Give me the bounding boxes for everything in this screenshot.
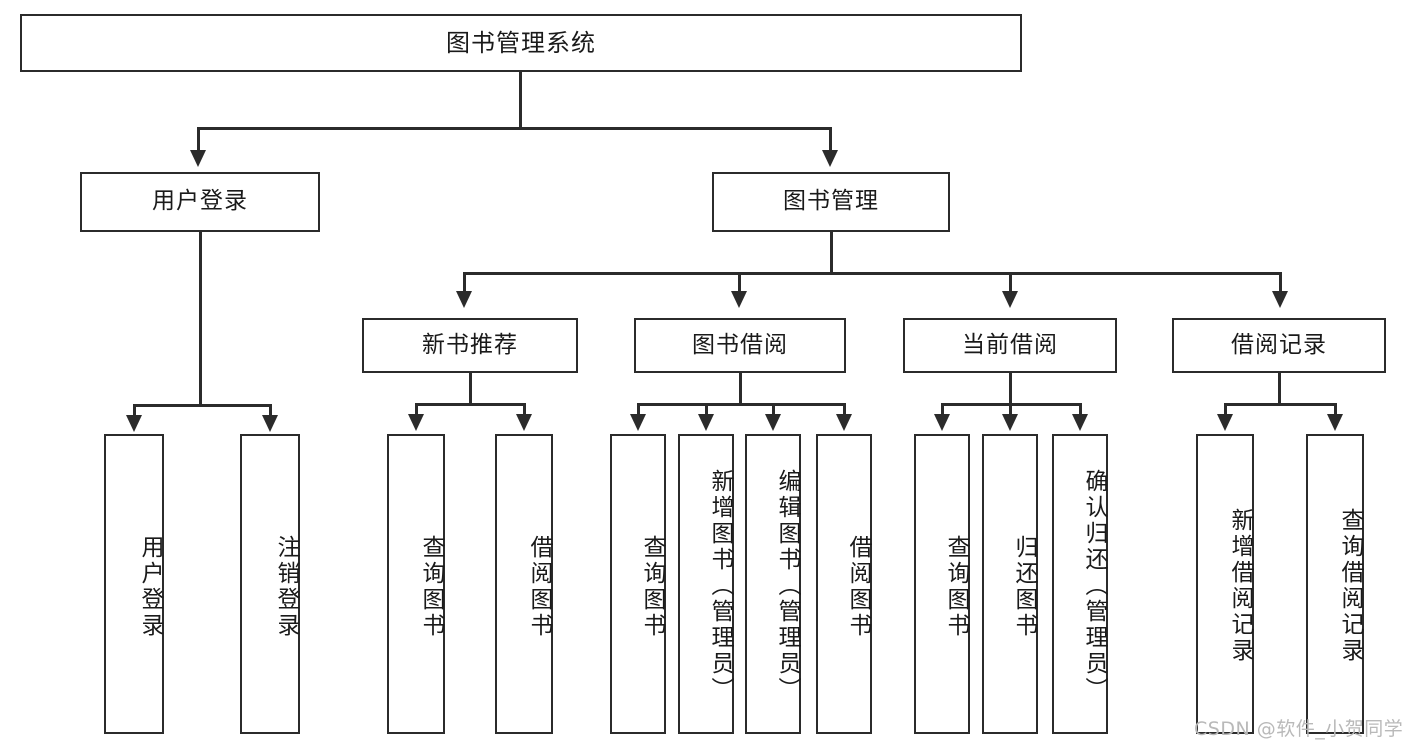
node-label: 图书借阅 bbox=[692, 331, 788, 358]
node-label: 借阅图书 bbox=[526, 535, 552, 639]
node-label: 借阅记录 bbox=[1231, 331, 1327, 358]
connector-current-borrow-drop-1 bbox=[941, 403, 944, 417]
arrowhead-to-book-borrow bbox=[731, 291, 747, 308]
node-label: 查询图书 bbox=[639, 535, 665, 639]
leaf-book-borrow-query-book[interactable]: 查询图书 bbox=[610, 434, 666, 734]
connector-borrow-record-drop-2 bbox=[1334, 403, 1337, 417]
leaf-current-borrow-query-book[interactable]: 查询图书 bbox=[914, 434, 970, 734]
arrowhead-to-user-login bbox=[190, 150, 206, 167]
connector-borrow-record-bus bbox=[1224, 403, 1336, 406]
node-label: 新增借阅记录 bbox=[1227, 508, 1253, 664]
node-book-management[interactable]: 图书管理 bbox=[712, 172, 950, 232]
node-book-borrow[interactable]: 图书借阅 bbox=[634, 318, 846, 373]
arrowhead-to-current-borrow bbox=[1002, 291, 1018, 308]
leaf-borrow-record-add-record[interactable]: 新增借阅记录 bbox=[1196, 434, 1254, 734]
node-label: 查询图书 bbox=[943, 535, 969, 639]
leaf-user-login-logout[interactable]: 注销登录 bbox=[240, 434, 300, 734]
node-borrow-record[interactable]: 借阅记录 bbox=[1172, 318, 1386, 373]
arrowhead-to-book-mgmt bbox=[822, 150, 838, 167]
arrowhead-current-borrow-leaf-1 bbox=[934, 414, 950, 431]
arrowhead-new-book-leaf-2 bbox=[516, 414, 532, 431]
connector-current-borrow-drop-2 bbox=[1009, 403, 1012, 417]
node-user-login[interactable]: 用户登录 bbox=[80, 172, 320, 232]
arrowhead-to-new-book-recommend bbox=[456, 291, 472, 308]
connector-root-to-user-login bbox=[197, 127, 200, 153]
arrowhead-current-borrow-leaf-3 bbox=[1072, 414, 1088, 431]
node-label: 查询图书 bbox=[418, 535, 444, 639]
connector-book-borrow-drop-2 bbox=[705, 403, 708, 417]
node-new-book-recommend[interactable]: 新书推荐 bbox=[362, 318, 578, 373]
node-label: 确认归还（管理员） bbox=[1081, 469, 1107, 703]
node-label: 注销登录 bbox=[273, 535, 299, 639]
arrowhead-to-borrow-record bbox=[1272, 291, 1288, 308]
arrowhead-new-book-leaf-1 bbox=[408, 414, 424, 431]
connector-new-book-drop-2 bbox=[523, 403, 526, 417]
node-label: 借阅图书 bbox=[845, 535, 871, 639]
node-label: 归还图书 bbox=[1011, 535, 1037, 639]
connector-borrow-record-drop-1 bbox=[1224, 403, 1227, 417]
leaf-user-login-login[interactable]: 用户登录 bbox=[104, 434, 164, 734]
connector-book-borrow-drop-1 bbox=[637, 403, 640, 417]
leaf-current-borrow-return-book[interactable]: 归还图书 bbox=[982, 434, 1038, 734]
arrowhead-book-borrow-leaf-1 bbox=[630, 414, 646, 431]
connector-book-mgmt-drop-3 bbox=[1009, 272, 1012, 294]
arrowhead-book-borrow-leaf-2 bbox=[698, 414, 714, 431]
connector-book-mgmt-drop-1 bbox=[463, 272, 466, 294]
node-label: 图书管理 bbox=[783, 188, 879, 215]
connector-book-borrow-drop-4 bbox=[843, 403, 846, 417]
connector-book-borrow-bus bbox=[637, 403, 845, 406]
connector-new-book-drop-1 bbox=[415, 403, 418, 417]
leaf-new-book-query-book[interactable]: 查询图书 bbox=[387, 434, 445, 734]
node-label: 用户登录 bbox=[137, 535, 163, 639]
node-root-system[interactable]: 图书管理系统 bbox=[20, 14, 1022, 72]
connector-user-login-drop-2 bbox=[269, 404, 272, 420]
node-label: 图书管理系统 bbox=[446, 28, 596, 57]
connector-borrow-record-trunk bbox=[1278, 373, 1281, 405]
node-label: 用户登录 bbox=[152, 188, 248, 215]
arrowhead-borrow-record-leaf-2 bbox=[1327, 414, 1343, 431]
connector-new-book-trunk bbox=[469, 373, 472, 405]
node-label: 新增图书（管理员） bbox=[707, 469, 733, 703]
node-label: 当前借阅 bbox=[962, 331, 1058, 358]
connector-book-borrow-drop-3 bbox=[772, 403, 775, 417]
leaf-borrow-record-query-record[interactable]: 查询借阅记录 bbox=[1306, 434, 1364, 734]
arrowhead-user-login-leaf-2 bbox=[262, 415, 278, 432]
connector-book-borrow-trunk bbox=[739, 373, 742, 405]
leaf-current-borrow-confirm-return-admin[interactable]: 确认归还（管理员） bbox=[1052, 434, 1108, 734]
arrowhead-book-borrow-leaf-3 bbox=[765, 414, 781, 431]
connector-book-mgmt-trunk bbox=[830, 232, 833, 274]
leaf-new-book-borrow-book[interactable]: 借阅图书 bbox=[495, 434, 553, 734]
node-label: 新书推荐 bbox=[422, 331, 518, 358]
leaf-book-borrow-borrow-book[interactable]: 借阅图书 bbox=[816, 434, 872, 734]
arrowhead-borrow-record-leaf-1 bbox=[1217, 414, 1233, 431]
connector-book-mgmt-drop-4 bbox=[1279, 272, 1282, 294]
watermark-csdn: CSDN @软件_小贺同学 bbox=[1194, 718, 1404, 740]
connector-user-login-trunk bbox=[199, 232, 202, 406]
connector-current-borrow-trunk bbox=[1009, 373, 1012, 405]
connector-user-login-drop-1 bbox=[133, 404, 136, 420]
arrowhead-book-borrow-leaf-4 bbox=[836, 414, 852, 431]
arrowhead-current-borrow-leaf-2 bbox=[1002, 414, 1018, 431]
node-label: 查询借阅记录 bbox=[1337, 508, 1363, 664]
connector-current-borrow-drop-3 bbox=[1079, 403, 1082, 417]
connector-book-mgmt-bus bbox=[463, 272, 1281, 275]
connector-book-mgmt-drop-2 bbox=[738, 272, 741, 294]
leaf-book-borrow-add-book-admin[interactable]: 新增图书（管理员） bbox=[678, 434, 734, 734]
arrowhead-user-login-leaf-1 bbox=[126, 415, 142, 432]
connector-root-to-book-mgmt bbox=[829, 127, 832, 153]
connector-root-trunk bbox=[519, 72, 522, 129]
leaf-book-borrow-edit-book-admin[interactable]: 编辑图书（管理员） bbox=[745, 434, 801, 734]
node-label: 编辑图书（管理员） bbox=[774, 469, 800, 703]
connector-new-book-bus bbox=[415, 403, 525, 406]
connector-user-login-bus bbox=[133, 404, 269, 407]
node-current-borrow[interactable]: 当前借阅 bbox=[903, 318, 1117, 373]
connector-root-bus bbox=[197, 127, 831, 130]
